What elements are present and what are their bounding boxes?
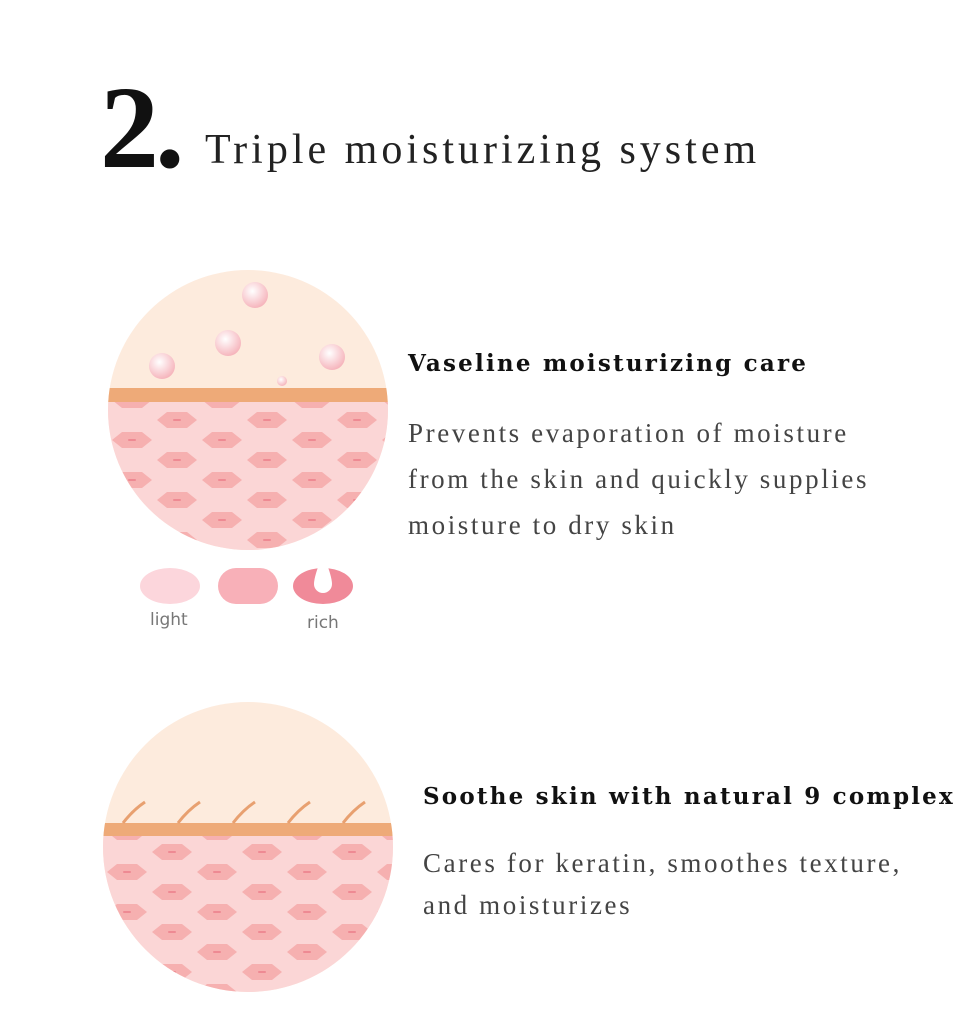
section-number: 2.: [100, 62, 184, 193]
texture-scale: [140, 554, 353, 604]
section-description: Prevents evaporation of moisture from th…: [408, 410, 869, 548]
moisture-bubble: [242, 282, 268, 308]
section-heading: Vaseline moisturizing care: [408, 350, 809, 377]
keratin-hairs: [121, 800, 366, 824]
skin-illustration-vaseline: [108, 270, 388, 550]
section-description: Cares for keratin, smoothes texture, and…: [423, 842, 902, 926]
description-line: moisture to dry skin: [408, 510, 677, 540]
droplet-icon: [314, 554, 332, 593]
page-title: Triple moisturizing system: [205, 127, 761, 173]
scale-label-rich: rich: [307, 613, 339, 633]
description-line: and moisturizes: [423, 890, 633, 920]
texture-light-swatch: [140, 568, 200, 604]
description-line: Cares for keratin, smoothes texture,: [423, 848, 902, 878]
description-line: from the skin and quickly supplies: [408, 464, 870, 494]
texture-medium-swatch: [218, 568, 278, 604]
scale-label-light: light: [150, 610, 188, 630]
description-line: Prevents evaporation of moisture: [408, 418, 849, 448]
section-heading: Soothe skin with natural 9 complex: [423, 783, 955, 810]
skin-illustration-complex: [103, 702, 393, 992]
